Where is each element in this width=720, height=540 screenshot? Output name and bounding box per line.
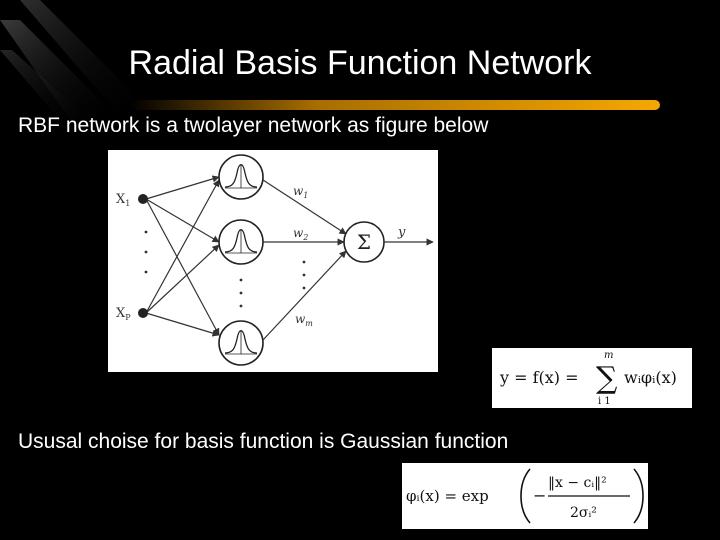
input-label-last: XP	[116, 306, 131, 322]
input-node	[138, 308, 148, 318]
sum-term: wᵢφᵢ(x)	[624, 368, 677, 387]
hidden-ellipsis	[239, 278, 243, 308]
hidden-connections	[262, 179, 347, 341]
sum-upper-limit: m	[604, 350, 613, 361]
input-connections	[145, 175, 220, 337]
gaussian-text: Ususal choise for basis function is Gaus…	[18, 430, 509, 453]
decor-streak	[20, 0, 150, 110]
intro-text: RBF network is a twolayer network as fig…	[18, 114, 489, 137]
weight-ellipsis	[302, 260, 306, 290]
gaussian-numerator: ‖x − cᵢ‖²	[548, 475, 607, 491]
decor-streak	[0, 20, 120, 120]
hidden-node	[218, 320, 264, 366]
slide-title: Radial Basis Function Network	[128, 44, 592, 82]
gaussian-denominator: 2σᵢ²	[570, 505, 597, 521]
output-label: y	[397, 225, 406, 240]
slide-decoration	[0, 0, 660, 120]
input-label-first: X1	[116, 192, 130, 208]
output-equation: y = f(x) = ∑ m i 1 wᵢφᵢ(x)	[492, 348, 692, 408]
equation-lhs: y = f(x) =	[499, 368, 579, 387]
hidden-node	[218, 154, 264, 200]
decor-streak	[0, 50, 90, 120]
gaussian-lhs: φᵢ(x) = exp	[406, 487, 489, 505]
input-ellipsis	[144, 230, 148, 274]
gaussian-equation: φᵢ(x) = exp − ‖x − cᵢ‖² 2σᵢ²	[402, 463, 648, 529]
sum-symbol: Σ	[357, 230, 371, 254]
gaussian-minus: −	[533, 486, 546, 505]
accent-bar	[130, 100, 660, 110]
left-paren	[520, 468, 531, 524]
network-diagram: X1 XP	[116, 154, 434, 366]
sum-sign: ∑	[596, 361, 618, 396]
weight-label-1: w1	[293, 184, 308, 200]
sum-lower-limit: i 1	[598, 396, 611, 407]
hidden-node	[218, 219, 264, 265]
weight-label-m: wm	[295, 312, 313, 328]
input-node	[138, 194, 148, 204]
weight-label-2: w2	[293, 226, 308, 242]
right-paren	[633, 468, 644, 524]
rbf-network-figure: X1 XP	[108, 150, 438, 372]
